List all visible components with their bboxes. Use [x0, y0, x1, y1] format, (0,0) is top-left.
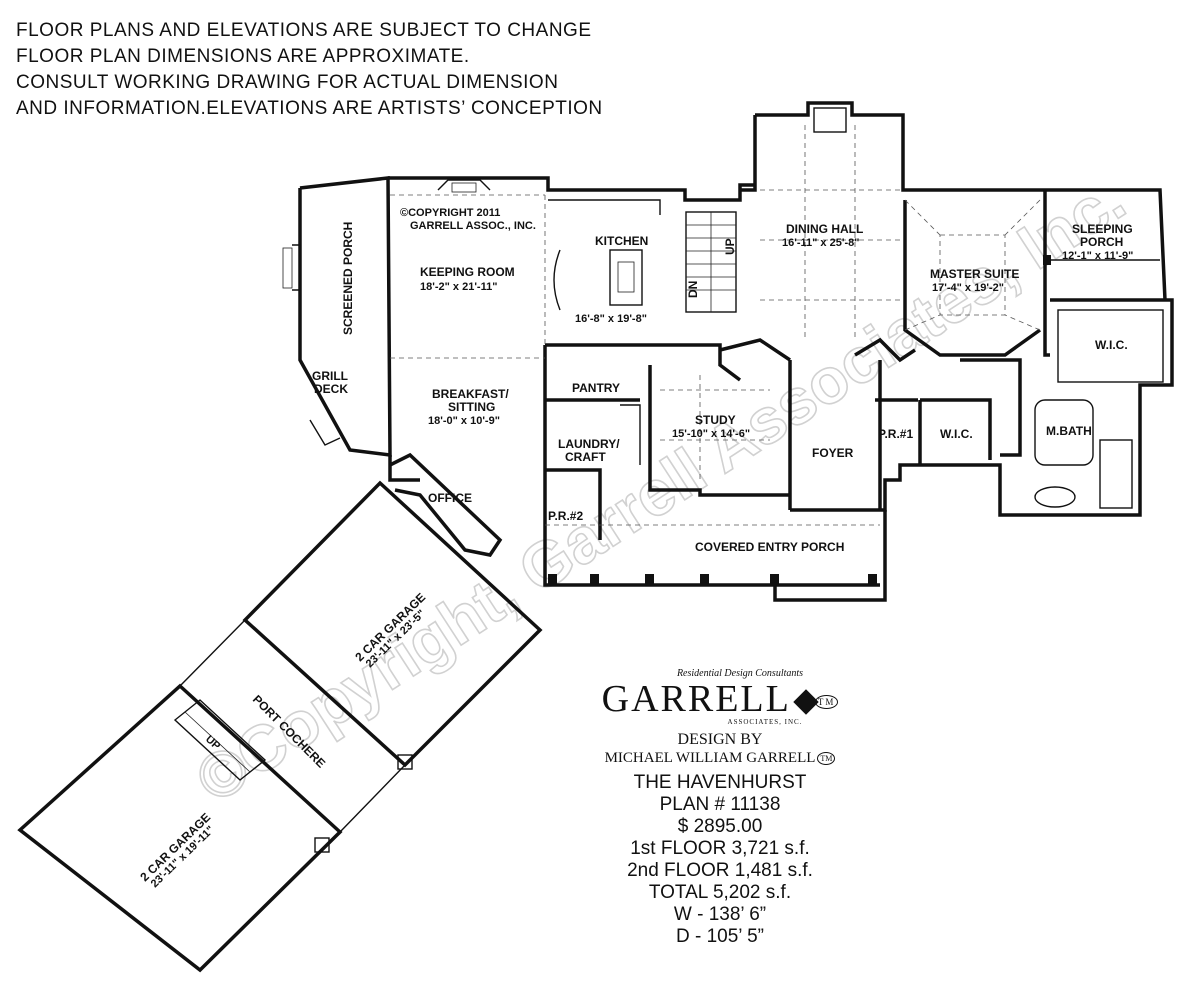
- design-by-label: DESIGN BY: [677, 731, 763, 749]
- label-garage-lower: 2 CAR GARAGE: [137, 810, 213, 884]
- plan-width: W - 138’ 6”: [673, 904, 767, 926]
- plan-price: $ 2895.00: [677, 816, 763, 838]
- label-screened-porch: SCREENED PORCH: [341, 222, 355, 335]
- dim-keeping-room: 18'-2" x 21'-11": [420, 281, 497, 293]
- designer-name-text: MICHAEL WILLIAM GARRELL: [604, 750, 816, 767]
- label-covered-entry-porch: COVERED ENTRY PORCH: [695, 540, 844, 554]
- label-wic-second: W.I.C.: [940, 427, 973, 441]
- label-grill-deck-2: DECK: [314, 382, 348, 396]
- disclaimer-block: FLOOR PLANS AND ELEVATIONS ARE SUBJECT T…: [16, 18, 603, 122]
- copyright-line-2: GARRELL ASSOC., INC.: [410, 220, 536, 232]
- label-laundry-1: LAUNDRY/: [558, 437, 620, 451]
- room-labels: ©COPYRIGHT 2011 GARRELL ASSOC., INC. SCR…: [137, 207, 1133, 890]
- label-pr1: P.R.#1: [878, 427, 913, 441]
- disclaimer-line: FLOOR PLANS AND ELEVATIONS ARE SUBJECT T…: [16, 20, 592, 41]
- plan-number: PLAN # 11138: [659, 794, 781, 816]
- dim-sleeping-porch: 12'-1" x 11'-9": [1062, 250, 1133, 262]
- total-area: TOTAL 5,202 s.f.: [648, 882, 792, 904]
- trademark-badge: TM: [814, 695, 839, 710]
- dim-master-suite: 17'-4" x 19'-2": [932, 282, 1004, 294]
- second-floor-area: 2nd FLOOR 1,481 s.f.: [627, 860, 813, 882]
- label-pr2: P.R.#2: [548, 509, 583, 523]
- label-laundry-2: CRAFT: [565, 450, 606, 464]
- copyright-line-1: ©COPYRIGHT 2011: [400, 207, 500, 219]
- label-sleeping-porch-2: PORCH: [1080, 235, 1123, 249]
- label-master-suite: MASTER SUITE: [930, 267, 1019, 281]
- porch-columns: [548, 510, 887, 602]
- logo-subtitle: ASSOCIATES, INC.: [727, 718, 803, 727]
- logo-text: GARRELL: [601, 678, 791, 720]
- label-study: STUDY: [695, 413, 736, 427]
- label-office: OFFICE: [428, 491, 472, 505]
- label-dining-hall: DINING HALL: [786, 222, 863, 236]
- first-floor-area: 1st FLOOR 3,721 s.f.: [630, 838, 810, 860]
- company-tagline: Residential Design Consultants: [676, 668, 804, 679]
- designer-trademark-badge: TM: [817, 752, 836, 766]
- main-house-walls: [282, 101, 1174, 587]
- label-wic-master: W.I.C.: [1095, 338, 1128, 352]
- dim-kitchen: 16'-8" x 19'-8": [575, 313, 647, 325]
- disclaimer-line: CONSULT WORKING DRAWING FOR ACTUAL DIMEN…: [16, 72, 559, 93]
- ceiling-dashed-lines: [390, 125, 1041, 526]
- label-sleeping-porch-1: SLEEPING: [1072, 222, 1133, 236]
- garage-wing: [17, 480, 543, 973]
- label-breakfast-2: SITTING: [448, 400, 495, 414]
- label-kitchen: KITCHEN: [595, 234, 648, 248]
- label-keeping-room: KEEPING ROOM: [420, 265, 515, 279]
- disclaimer-line: FLOOR PLAN DIMENSIONS ARE APPROXIMATE.: [16, 46, 470, 67]
- label-stair-dn: DN: [686, 281, 700, 298]
- label-foyer: FOYER: [812, 446, 854, 460]
- dim-dining-hall: 16'-11" x 25'-8": [782, 237, 859, 249]
- plan-depth: D - 105’ 5”: [676, 926, 764, 948]
- label-m-bath: M.BATH: [1046, 424, 1092, 438]
- label-pantry: PANTRY: [572, 381, 620, 395]
- label-stair-up: UP: [723, 238, 737, 255]
- label-grill-deck-1: GRILL: [312, 369, 348, 383]
- disclaimer-line: AND INFORMATION.ELEVATIONS ARE ARTISTS’ …: [16, 98, 603, 119]
- dim-study: 15'-10" x 14'-6": [672, 428, 750, 440]
- garrell-logo: GARRELL TM: [575, 679, 865, 722]
- plan-name: THE HAVENHURST: [633, 772, 807, 794]
- diamond-icon: [793, 689, 819, 716]
- dim-breakfast: 18'-0" x 10'-9": [428, 415, 500, 427]
- label-breakfast-1: BREAKFAST/: [432, 387, 509, 401]
- plan-info-block: Residential Design Consultants GARRELL TM…: [575, 668, 865, 948]
